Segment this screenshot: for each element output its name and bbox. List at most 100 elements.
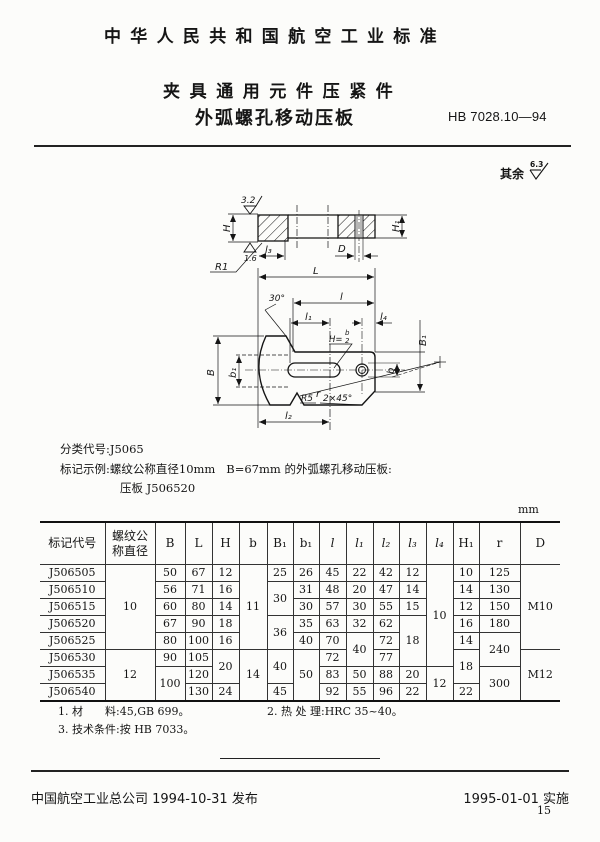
cell-H: 16 (211, 581, 240, 599)
standard-code: HB 7028.10—94 (448, 109, 547, 124)
column-header-H1: H₁ (452, 521, 480, 565)
cell-L: 80 (184, 598, 213, 616)
cell-B: 90 (154, 649, 186, 667)
cell-L: 120 (184, 666, 213, 684)
cell-B1: 45 (266, 683, 294, 702)
cell-l1: 50 (345, 666, 374, 684)
label-b1: b₁ (228, 368, 239, 378)
cell-b1: 30 (292, 598, 320, 616)
cell-b: 11 (238, 564, 268, 650)
plan-view (213, 298, 446, 430)
page-number: 15 (537, 804, 551, 817)
cell-l: 92 (318, 683, 347, 702)
cell-r: 150 (478, 598, 521, 616)
label-l2: l₂ (285, 411, 292, 422)
cell-l2: 96 (372, 683, 400, 702)
cell-D: M10 (519, 564, 560, 650)
label-H: H (222, 224, 233, 232)
cell-l3: 15 (398, 598, 427, 616)
cell-L: 130 (184, 683, 213, 702)
cell-b1: 50 (292, 649, 320, 702)
cell-H: 12 (211, 564, 240, 582)
cell-l2: 42 (372, 564, 400, 582)
roughness-symbol-icon: 6.3 (529, 160, 549, 180)
cell-l3: 12 (398, 564, 427, 582)
cell-L: 71 (184, 581, 213, 599)
label-l: l (340, 292, 343, 303)
cell-l: 72 (318, 649, 347, 667)
label-l4: l₄ (380, 312, 387, 323)
cell-B: 100 (154, 666, 186, 702)
cell-l: 70 (318, 632, 347, 650)
cell-b1: 31 (292, 581, 320, 599)
cell-D: M12 (519, 649, 560, 702)
cell-l: 57 (318, 598, 347, 616)
cell-L: 105 (184, 649, 213, 667)
label-chamfer: 2×45° (323, 394, 352, 404)
label-L: L (313, 266, 319, 277)
cell-H1: 22 (452, 683, 480, 702)
section-view (210, 195, 407, 273)
label-r: r (316, 389, 321, 400)
column-header-l3: l₃ (398, 521, 427, 565)
cell-L: 100 (184, 632, 213, 650)
cell-b: 14 (238, 649, 268, 702)
label-B: B (206, 369, 217, 376)
cell-b1: 40 (292, 632, 320, 650)
header-divider (34, 145, 571, 147)
label-slot-formula-den: 2 (345, 337, 350, 345)
label-slot-formula-num: b (345, 329, 350, 337)
cell-l2: 47 (372, 581, 400, 599)
column-header-l: l (318, 521, 347, 565)
cell-code: J506525 (40, 632, 106, 650)
cell-l1: 32 (345, 615, 374, 633)
cell-B: 60 (154, 598, 186, 616)
roughness-value: 6.3 (530, 160, 543, 169)
cell-B: 50 (154, 564, 186, 582)
column-header-l2: l₂ (372, 521, 400, 565)
cell-code: J506505 (40, 564, 106, 582)
cell-r: 240 (478, 632, 521, 667)
end-divider (220, 758, 380, 759)
column-header-b: b (238, 521, 268, 565)
footer-divider (31, 770, 569, 772)
cell-l2: 88 (372, 666, 400, 684)
label-roughness-top: 3.2 (241, 196, 256, 206)
cell-B1: 25 (266, 564, 294, 582)
label-H1: H₁ (391, 220, 402, 232)
document-title-line1: 夹具通用元件压紧件 (163, 82, 403, 102)
label-angle: 30° (269, 294, 285, 304)
cell-l1: 55 (345, 683, 374, 702)
cell-L: 90 (184, 615, 213, 633)
classification-label: 分类代号: (60, 442, 110, 456)
marking-example-label: 标记示例: (60, 462, 110, 476)
cell-H1: 16 (452, 615, 480, 633)
cell-code: J506515 (40, 598, 106, 616)
label-roughness-bottom: 1.6 (244, 254, 257, 263)
cell-H: 16 (211, 632, 240, 650)
cell-l4: 10 (425, 564, 454, 667)
cell-B: 67 (154, 615, 186, 633)
cell-B: 80 (154, 632, 186, 650)
column-header-b1: b₁ (292, 521, 320, 565)
cell-l: 83 (318, 666, 347, 684)
cell-H: 24 (211, 683, 240, 702)
note-technical-conditions: 3. 技术条件:按 HB 7033。 (58, 723, 195, 736)
cell-code: J506510 (40, 581, 106, 599)
column-header-D: D (519, 521, 560, 565)
cell-L: 67 (184, 564, 213, 582)
column-header-B: B (154, 521, 186, 565)
column-header-r: r (478, 521, 521, 565)
column-header-B1: B₁ (266, 521, 294, 565)
cell-code: J506520 (40, 615, 106, 633)
label-R1: R1 (215, 262, 228, 273)
column-header-thread: 螺纹公 称直径 (104, 521, 156, 565)
cell-code: J506530 (40, 649, 106, 667)
